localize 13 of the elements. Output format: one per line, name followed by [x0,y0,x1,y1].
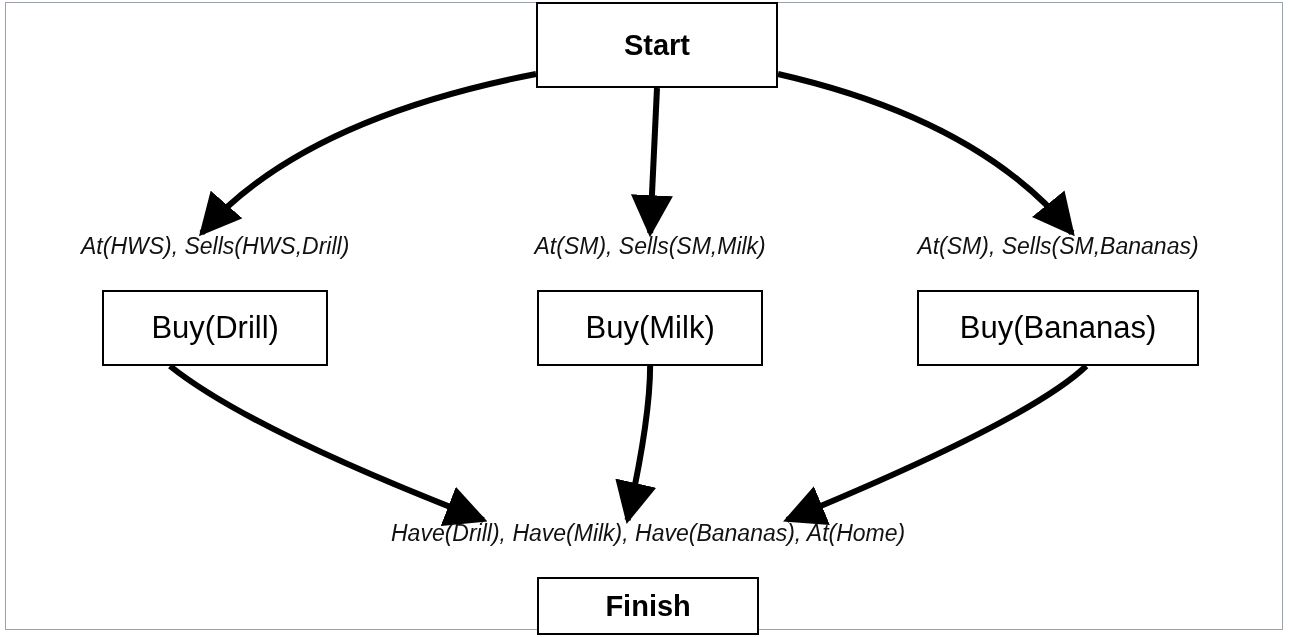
arrow [630,87,673,238]
step-box: Buy(Bananas) [917,290,1199,366]
arrow [777,71,1075,237]
step-box: Buy(Drill) [102,290,329,366]
step-box: Buy(Milk) [537,290,764,366]
arrow [615,365,657,525]
condition-label: At(HWS), Sells(HWS,Drill) [81,233,350,260]
condition-label: At(SM), Sells(SM,Bananas) [917,233,1199,260]
condition-label: At(SM), Sells(SM,Milk) [534,233,766,260]
condition-label: Have(Drill), Have(Milk), Have(Bananas), At(Home) [391,520,906,547]
arrow [198,71,537,237]
step-box: Start [536,2,778,88]
step-box: Finish [537,577,760,635]
